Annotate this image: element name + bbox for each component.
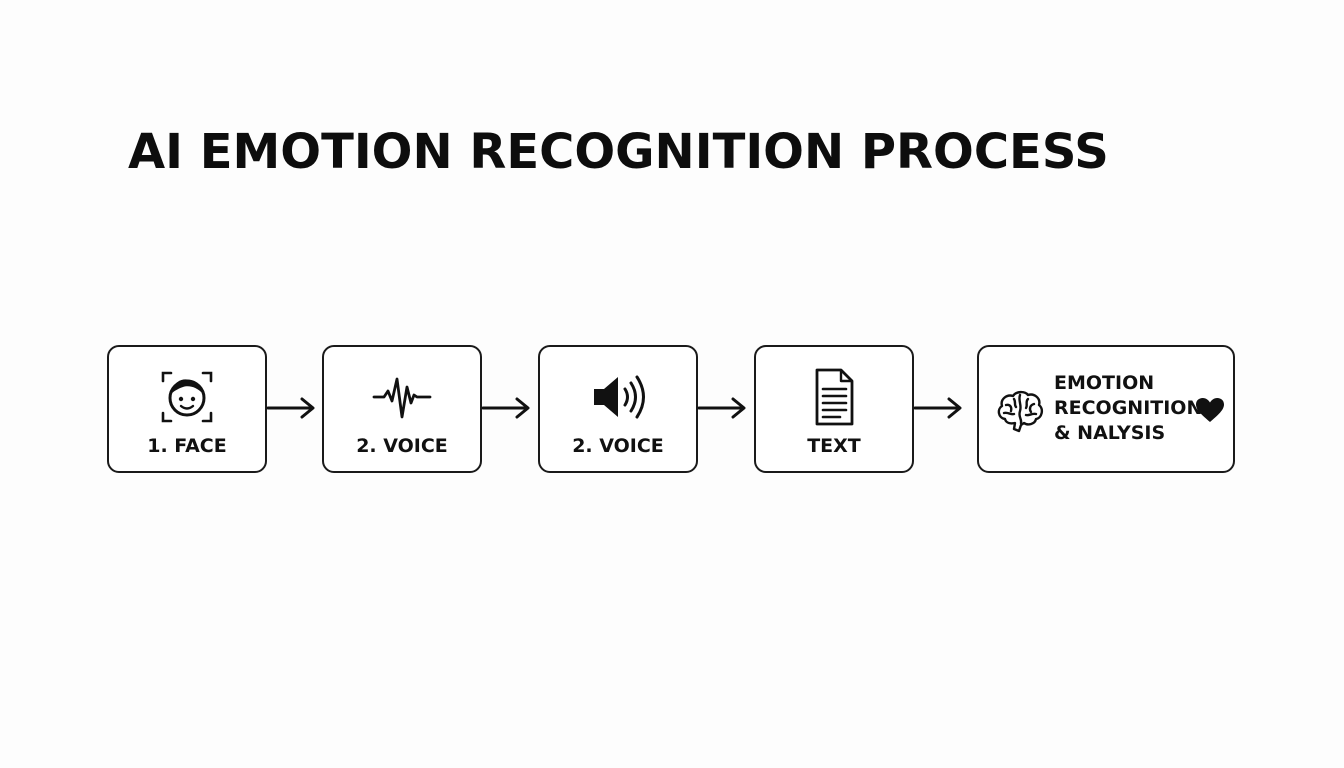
step-text: TEXT xyxy=(754,345,914,473)
step-emotion-recognition: EMOTION RECOGNITION & NALYSIS xyxy=(977,345,1235,473)
arrow-right-icon xyxy=(697,397,746,419)
step-label: TEXT xyxy=(807,435,861,457)
step-voice-waveform: 2. VOICE xyxy=(322,345,482,473)
step-label: 2. VOICE xyxy=(572,435,664,457)
step-label: 2. VOICE xyxy=(356,435,448,457)
step-label: 1. FACE xyxy=(147,435,227,457)
speaker-icon xyxy=(594,375,645,419)
final-label-line: EMOTION xyxy=(1054,372,1155,394)
diagram-title: AI EMOTION RECOGNITION PROCESS xyxy=(128,124,1109,180)
final-label-line: & NALYSIS xyxy=(1054,422,1166,444)
brain-icon xyxy=(997,390,1044,433)
arrow-right-icon xyxy=(266,397,315,419)
final-label: EMOTION RECOGNITION & NALYSIS xyxy=(1054,371,1202,446)
heart-icon xyxy=(1196,398,1224,422)
document-icon xyxy=(815,368,854,426)
waveform-icon xyxy=(372,377,432,419)
step-voice-speaker: 2. VOICE xyxy=(538,345,698,473)
final-label-line: RECOGNITION xyxy=(1054,397,1203,419)
arrow-right-icon xyxy=(481,397,530,419)
step-face: 1. FACE xyxy=(107,345,267,473)
arrow-right-icon xyxy=(913,397,962,419)
face-scan-icon xyxy=(161,371,213,423)
